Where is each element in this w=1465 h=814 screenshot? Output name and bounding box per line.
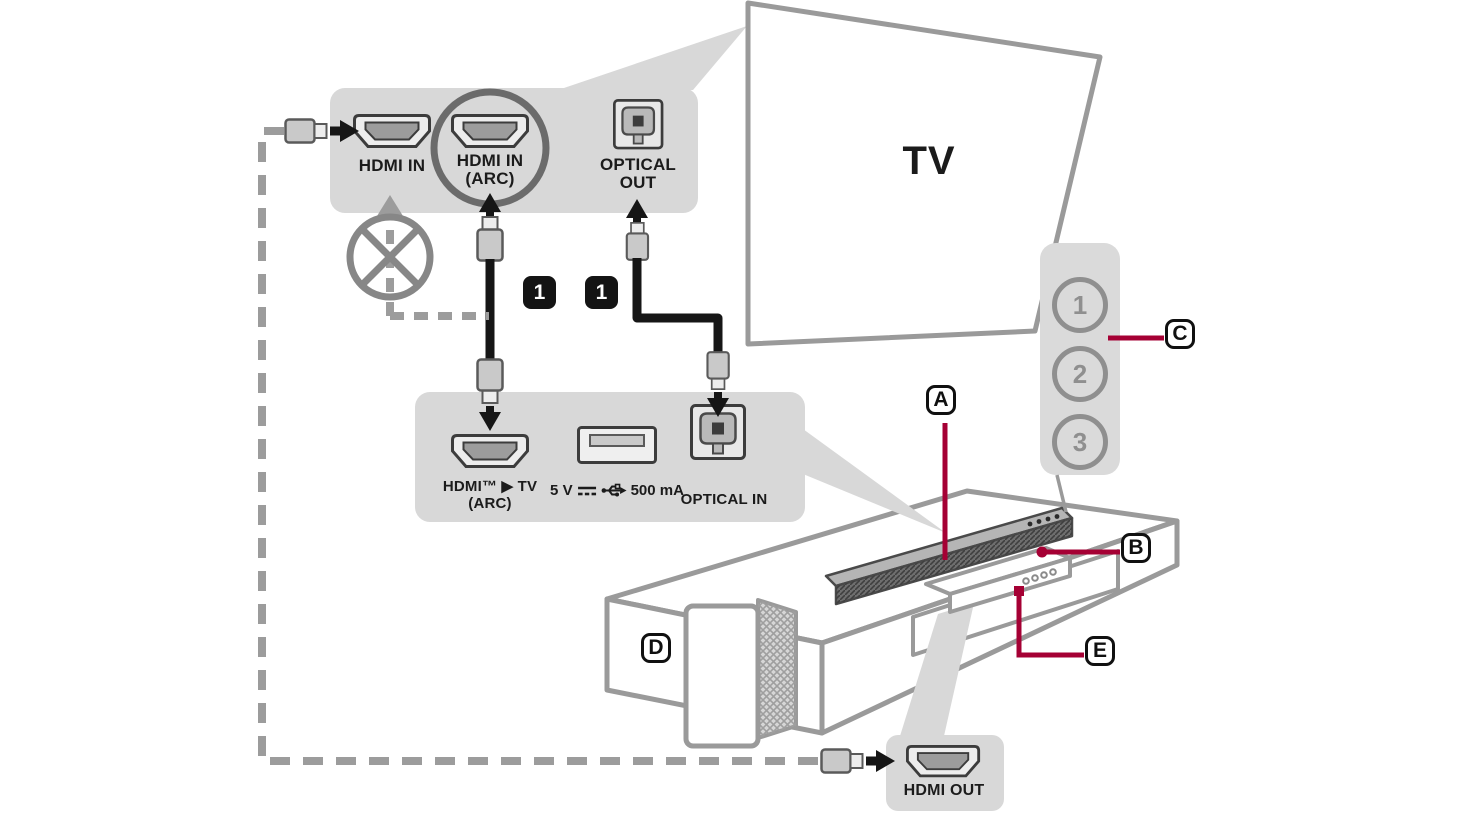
player-front-face	[948, 556, 1072, 614]
soundbar-hdmi-arc-port	[451, 434, 529, 468]
side-button-1: 1	[1052, 277, 1108, 333]
media-player	[924, 546, 1072, 614]
side-button-3: 3	[1052, 414, 1108, 470]
soundbar-usb-port	[577, 426, 657, 464]
hdmi-plug-icon	[476, 215, 504, 262]
tv-hdmi-in-plug	[284, 118, 359, 144]
optical-cable	[625, 199, 730, 417]
hdmi-cable-step-badge: 1	[523, 276, 556, 309]
soundbar-hdmi-arc-label-line1: HDMI™ ▶ TV	[442, 478, 538, 495]
callout-e-badge: E	[1085, 636, 1115, 666]
subwoofer-front-face	[683, 603, 761, 749]
soundbar-usb-label: 5 V 500 mA	[550, 482, 684, 499]
optical-plug-icon	[706, 351, 730, 391]
arrow-right-icon	[876, 750, 895, 772]
callout-a-badge: A	[926, 385, 956, 415]
prohibited-icon	[346, 213, 434, 301]
tv-optical-out-label-line2: OUT	[619, 173, 657, 192]
tv-hdmi-in-port	[353, 114, 431, 148]
soundbar-hdmi-arc-label-line2: (ARC)	[468, 495, 512, 512]
tv-hdmi-in-arc-label-line2: (ARC)	[465, 169, 515, 188]
dc-symbol-icon	[577, 486, 596, 496]
player-hdmi-out-port	[905, 744, 981, 778]
soundbar	[824, 506, 1074, 606]
soundbar-panel-callout-wedge	[803, 429, 946, 533]
usb-volts-label: 5 V	[550, 482, 573, 499]
callout-d-badge: D	[641, 633, 671, 663]
usb-icon	[601, 483, 627, 497]
player-buttons	[1022, 568, 1057, 585]
optical-cable-step-badge: 1	[585, 276, 618, 309]
tv-outline	[745, 0, 1103, 347]
side-button-2: 2	[1052, 346, 1108, 402]
callout-dot-e	[1014, 586, 1024, 596]
arrow-up-icon	[626, 199, 648, 218]
callout-b-badge: B	[1121, 533, 1151, 563]
player-callout-wedge	[900, 603, 974, 736]
tv-hdmi-in-arc-label-line1: HDMI IN	[456, 151, 524, 170]
tv-panel-callout-wedge	[558, 26, 747, 90]
arrow-right-icon	[340, 120, 359, 142]
hdmi-out-to-tv-dashed-cable	[258, 127, 818, 765]
hdmi-plug-icon	[284, 118, 328, 144]
side-panel-pointer-line	[1055, 474, 1068, 513]
arrow-up-icon	[479, 193, 501, 212]
tv-hdmi-in-arc-port	[451, 114, 529, 148]
arrow-up-icon	[377, 195, 403, 216]
callout-dot-b	[1036, 546, 1048, 558]
player-hdmi-out-plug	[820, 748, 895, 774]
usb-current-label: 500 mA	[630, 482, 684, 499]
tv-optical-out-port	[612, 98, 664, 150]
callout-line-e	[1016, 592, 1084, 658]
callout-lines	[942, 335, 1164, 658]
hdmi-out-label: HDMI OUT	[903, 782, 985, 799]
tv-label: TV	[902, 139, 956, 183]
soundbar-buttons	[1027, 514, 1060, 527]
callout-c-badge: C	[1165, 319, 1195, 349]
arrow-down-icon	[707, 398, 729, 417]
subwoofer	[683, 598, 798, 749]
soundbar-optical-in-label: OPTICAL IN	[680, 491, 768, 508]
tv-optical-out-label-line1: OPTICAL	[599, 155, 677, 174]
wrong-connection-indicator	[346, 195, 489, 320]
optical-plug-icon	[625, 221, 650, 261]
tv-hdmi-in-label: HDMI IN	[358, 156, 426, 175]
arrow-down-icon	[479, 412, 501, 431]
hdmi-plug-icon	[820, 748, 864, 774]
hdmi-arc-cable	[476, 193, 504, 431]
